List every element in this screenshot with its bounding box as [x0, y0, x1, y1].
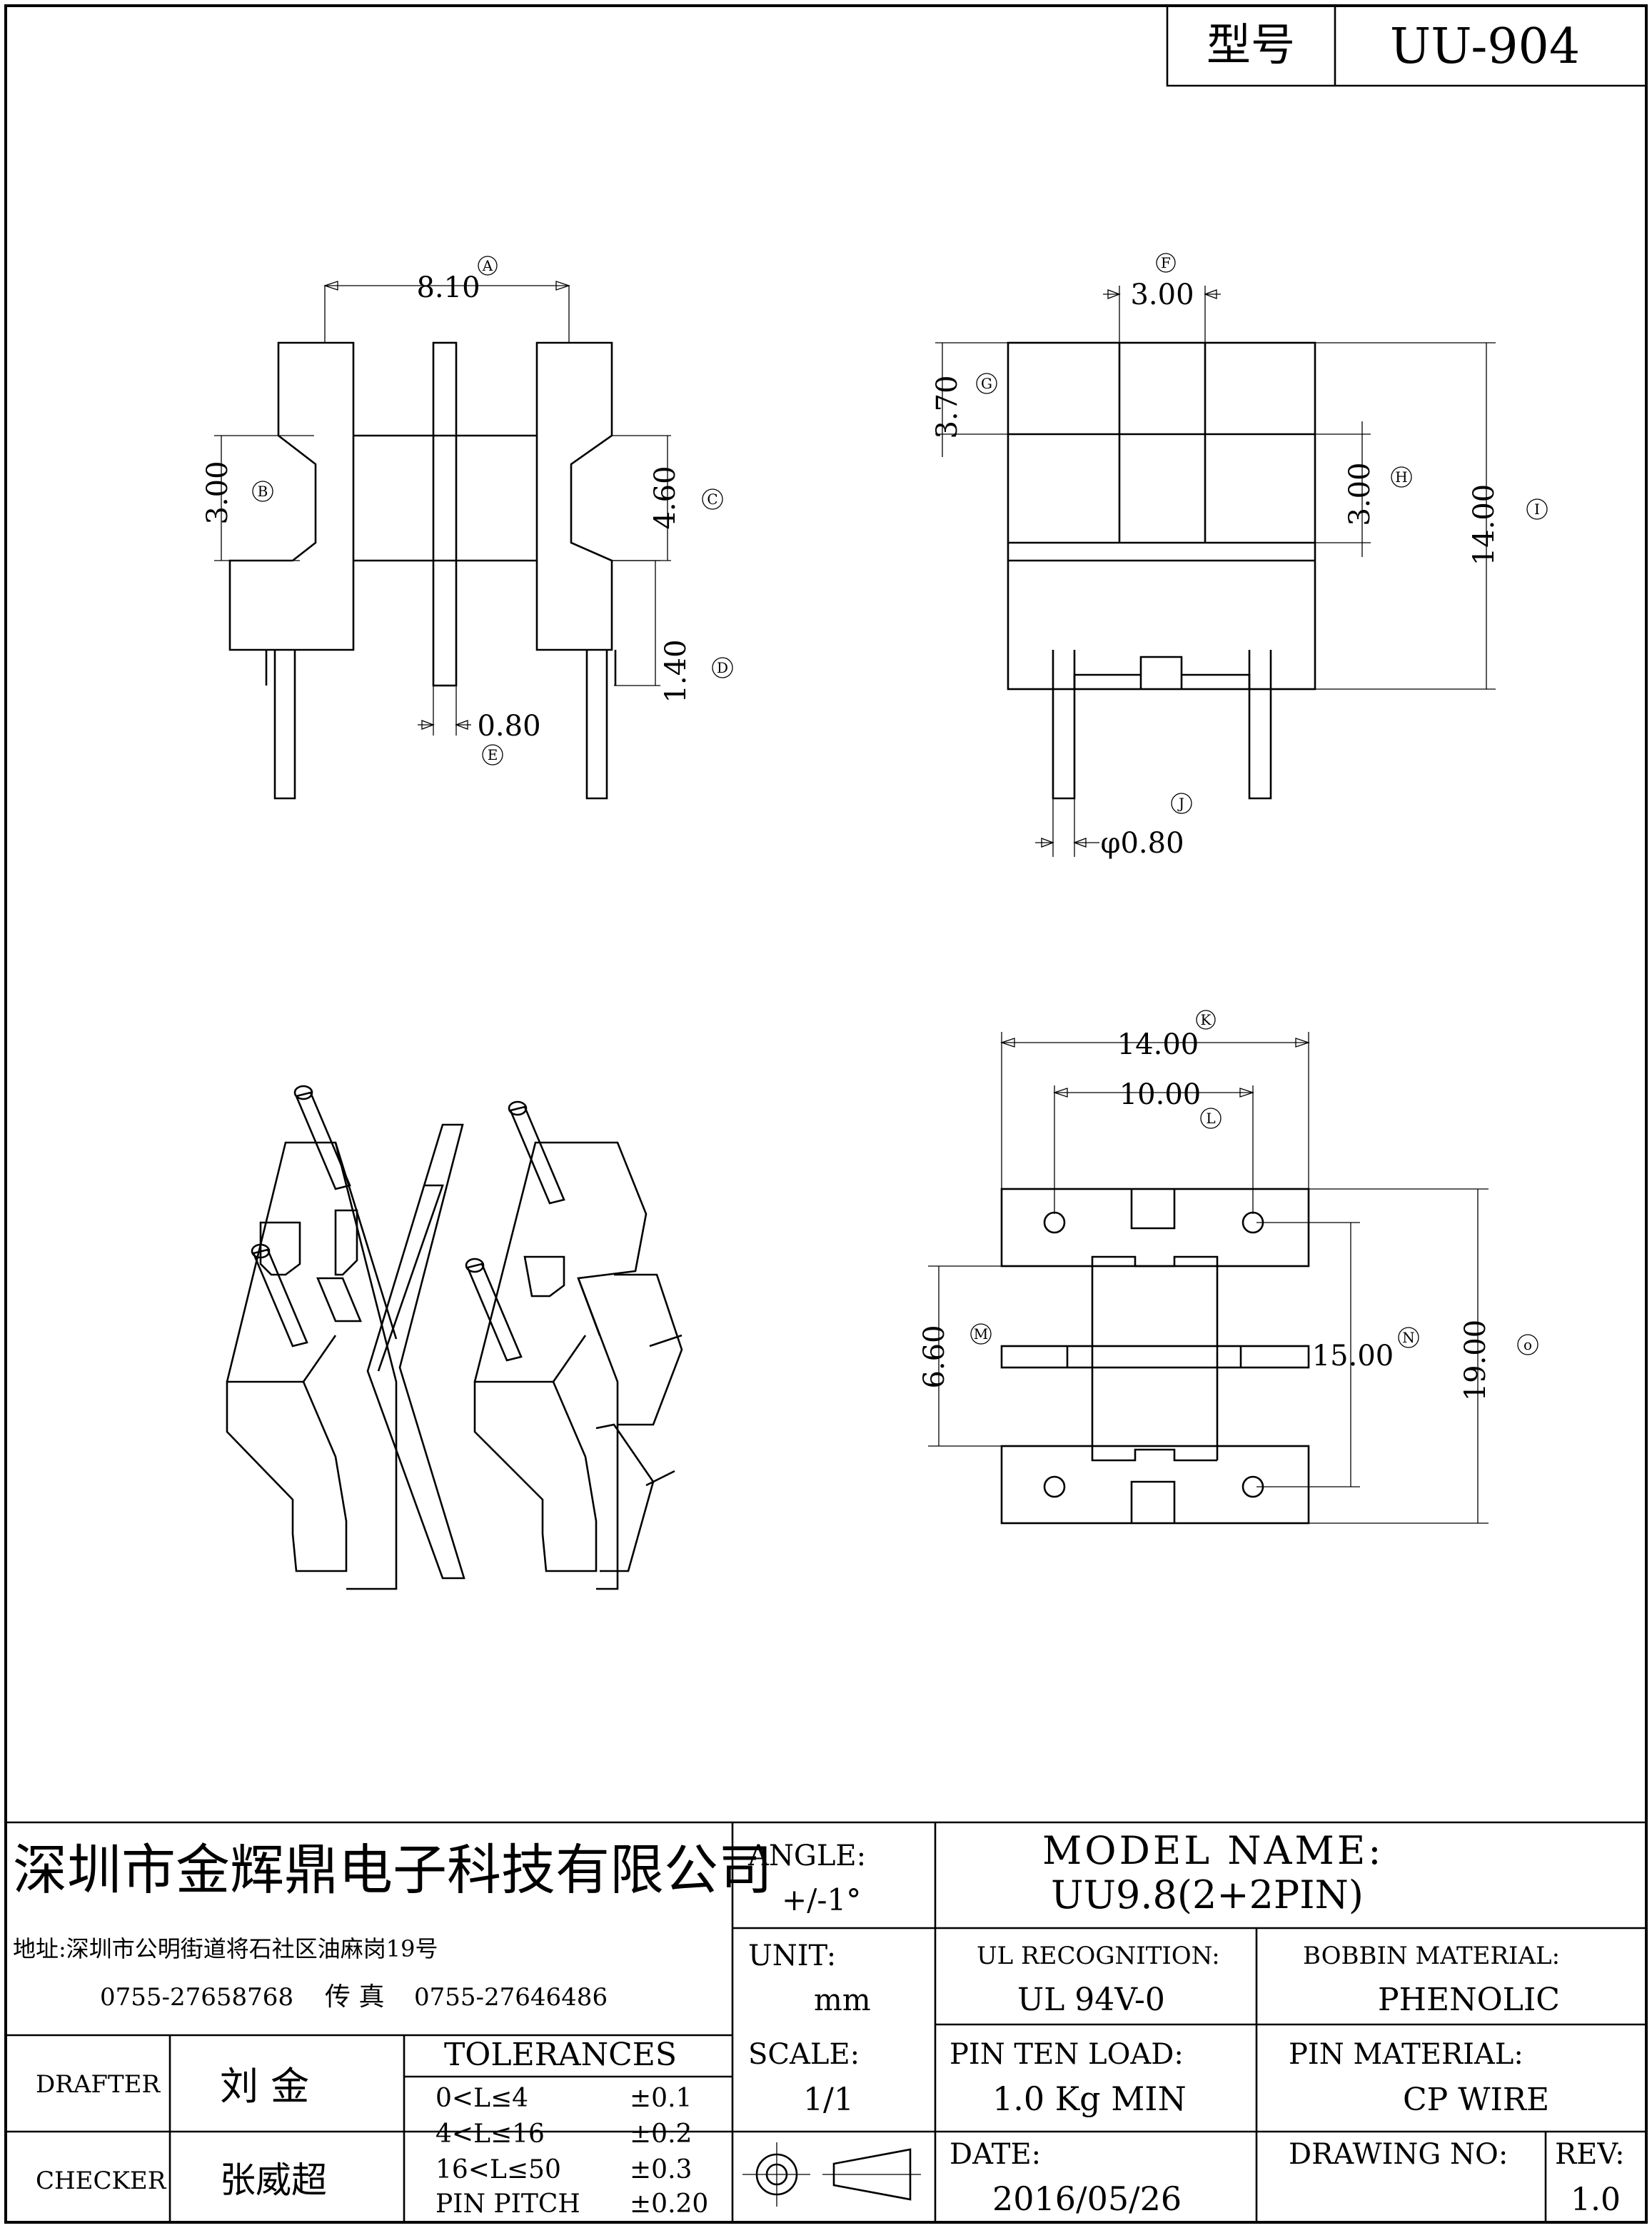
balloon-N: N [1402, 1329, 1415, 1346]
date-label: DATE: [950, 2138, 1041, 2171]
tol-range-1: 0<L≤4 [435, 2084, 528, 2113]
angle-label: ANGLE: [747, 1840, 866, 1872]
dim-J: φ0.80 [1100, 827, 1184, 860]
balloon-H: H [1395, 468, 1407, 486]
dim-K: 14.00 [1117, 1028, 1199, 1061]
balloon-C: C [707, 491, 717, 508]
balloon-G: G [981, 375, 992, 392]
dim-C: 4.60 [649, 466, 682, 529]
balloon-D: D [717, 659, 728, 676]
dim-O: 19.00 [1459, 1320, 1492, 1402]
unit-label: UNIT: [748, 1940, 836, 1972]
title-block: 深圳市金辉鼎电子科技有限公司 地址:深圳市公明街道将石社区油麻岗19号 0755… [6, 1821, 1646, 2222]
dim-L: 10.00 [1119, 1078, 1202, 1111]
balloon-M: M [974, 1325, 988, 1343]
balloon-A: A [482, 257, 493, 274]
dim-I: 14.00 [1468, 484, 1501, 566]
dim-D: 1.40 [660, 639, 692, 703]
unit-value: mm [814, 1982, 871, 2017]
pin-material-value: CP WIRE [1403, 2082, 1549, 2118]
tol-value-3: ±0.3 [630, 2155, 692, 2184]
pin-material-label: PIN MATERIAL: [1289, 2038, 1523, 2071]
drawing-no-label: DRAWING NO: [1289, 2138, 1508, 2171]
front-view: 3.00 F 3.70 G 3.00 H 14.00 I φ0.80 J [931, 253, 1548, 860]
bottom-view: 14.00 K 10.00 L 6.60 M 15.00 N 19.00 o [918, 1010, 1538, 1525]
model-name-label: MODEL NAME: [1042, 1828, 1384, 1873]
date-value: 2016/05/26 [992, 2179, 1182, 2218]
balloon-L: L [1206, 1110, 1215, 1127]
company-name: 深圳市金辉鼎电子科技有限公司 [13, 1838, 772, 1902]
drafter-label: DRAFTER [36, 2070, 161, 2099]
projection-symbol [742, 2142, 921, 2207]
side-view: 8.10 A 3.00 B 4.60 C 1.40 D 0.80 E [201, 256, 733, 800]
bobbin-value: PHENOLIC [1378, 1982, 1560, 2018]
company-address: 地址:深圳市公明街道将石社区油麻岗19号 [13, 1935, 438, 1962]
tol-value-2: ±0.2 [630, 2119, 692, 2149]
rev-value: 1.0 [1571, 2182, 1621, 2218]
balloon-K: K [1201, 1011, 1212, 1028]
scale-label: SCALE: [748, 2038, 860, 2071]
balloon-E: E [488, 746, 498, 763]
pin-load-label: PIN TEN LOAD: [950, 2038, 1184, 2071]
company-phone: 0755-27658768 [100, 1983, 293, 2012]
dim-G: 3.70 [931, 375, 964, 438]
model-name-value: UU9.8(2+2PIN) [1051, 1872, 1364, 1917]
checker-label: CHECKER [36, 2167, 167, 2195]
angle-value: +/-1° [782, 1882, 861, 1917]
checker-name: 张威超 [220, 2159, 327, 2201]
tol-value-4: ±0.20 [630, 2189, 708, 2219]
model-header: 型号 UU-904 [1166, 6, 1646, 87]
balloon-J: J [1177, 795, 1184, 812]
ul-value: UL 94V-0 [1017, 1982, 1165, 2018]
sheet-border [4, 4, 1648, 2224]
tol-range-4: PIN PITCH [435, 2189, 580, 2219]
model-value: UU-904 [1390, 19, 1580, 75]
tolerances-label: TOLERANCES [444, 2037, 677, 2073]
scale-value: 1/1 [803, 2082, 854, 2118]
dim-M: 6.60 [918, 1325, 951, 1388]
isometric-view [226, 1085, 683, 1590]
balloon-F: F [1161, 254, 1171, 271]
drafter-name: 刘 金 [220, 2064, 309, 2109]
fax-label: 传 真 [325, 1982, 384, 2012]
dim-H: 3.00 [1344, 462, 1376, 526]
tol-range-3: 16<L≤50 [435, 2155, 561, 2184]
ul-label: UL RECOGNITION: [977, 1942, 1220, 1970]
dim-B: 3.00 [201, 461, 234, 524]
balloon-I: I [1534, 501, 1540, 518]
dim-N: 15.00 [1312, 1340, 1394, 1373]
dim-E: 0.80 [477, 710, 540, 743]
pin-load-value: 1.0 Kg MIN [992, 2079, 1187, 2118]
bobbin-label: BOBBIN MATERIAL: [1303, 1942, 1560, 1970]
tol-range-2: 4<L≤16 [435, 2119, 545, 2149]
model-label: 型号 [1207, 19, 1295, 71]
tol-value-1: ±0.1 [630, 2084, 692, 2113]
rev-label: REV: [1555, 2138, 1625, 2171]
balloon-O: o [1523, 1336, 1532, 1353]
dim-A: 8.10 [416, 271, 480, 304]
dim-F: 3.00 [1130, 278, 1194, 311]
balloon-B: B [258, 483, 268, 500]
company-fax: 0755-27646486 [414, 1983, 608, 2012]
